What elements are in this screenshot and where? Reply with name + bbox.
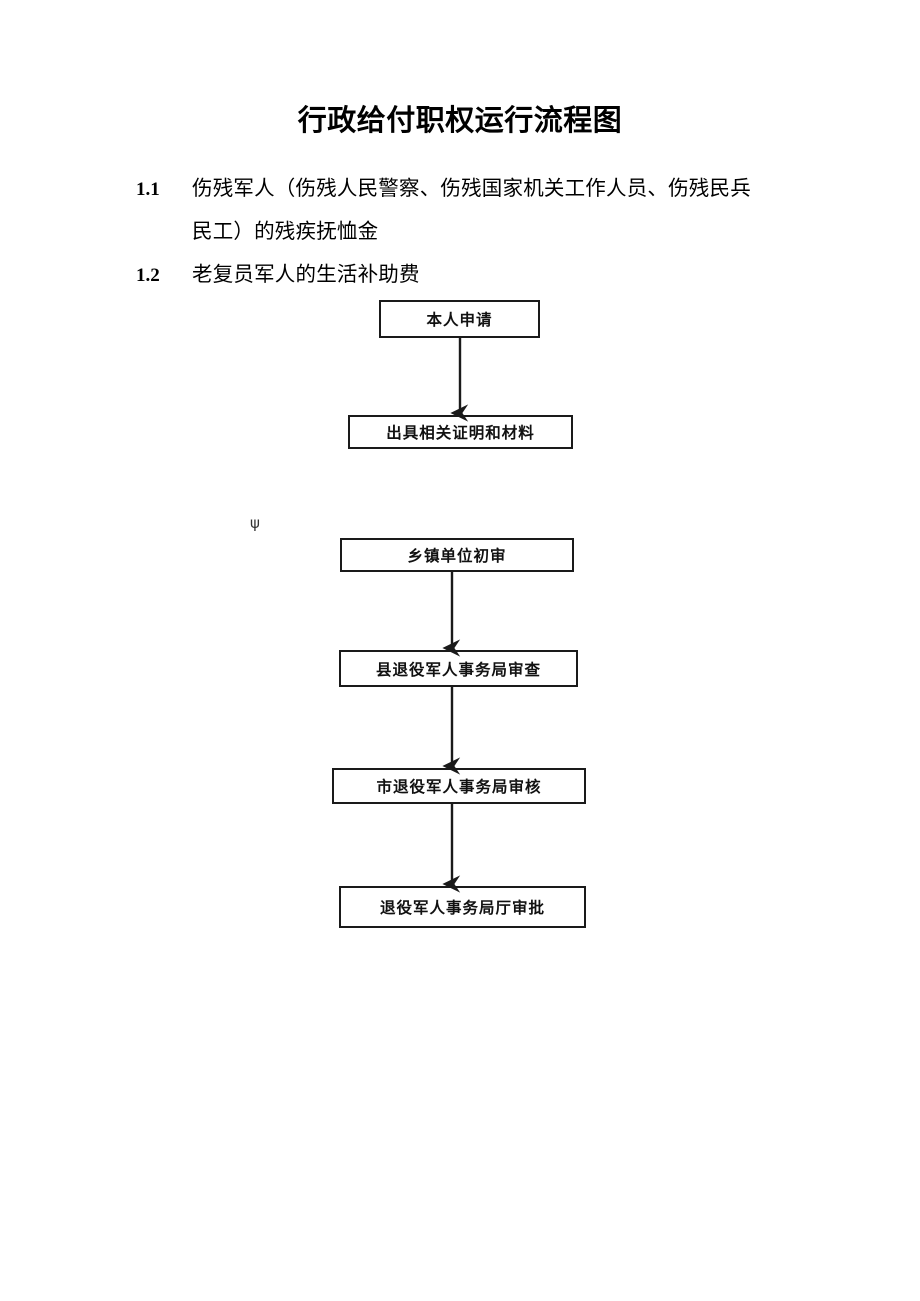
list-item-line-1: 伤残军人（伤残人民警察、伤残国家机关工作人员、伤残民兵 <box>192 178 751 200</box>
numbered-list: 1.1 伤残军人（伤残人民警察、伤残国家机关工作人员、伤残民兵 民工）的残疾抚恤… <box>136 168 816 297</box>
flow-node-issue-certificates-materials[interactable]: 出具相关证明和材料 <box>348 415 573 449</box>
list-item-text: 老复员军人的生活补助费 <box>192 254 816 297</box>
flow-node-city-bureau-review[interactable]: 市退役军人事务局审核 <box>332 768 586 804</box>
flow-node-township-unit-preliminary-review[interactable]: 乡镇单位初审 <box>340 538 574 572</box>
list-item-line-1: 老复员军人的生活补助费 <box>192 264 420 286</box>
flow-node-applicant-application[interactable]: 本人申请 <box>379 300 540 338</box>
list-item: 1.2 老复员军人的生活补助费 <box>136 254 816 297</box>
page-title: 行政给付职权运行流程图 <box>297 105 623 137</box>
list-item-text: 伤残军人（伤残人民警察、伤残国家机关工作人员、伤残民兵 民工）的残疾抚恤金 <box>192 168 816 254</box>
list-item-number: 1.1 <box>136 179 160 200</box>
list-item-line-2: 民工）的残疾抚恤金 <box>192 221 379 243</box>
list-item: 1.1 伤残军人（伤残人民警察、伤残国家机关工作人员、伤残民兵 民工）的残疾抚恤… <box>136 168 816 254</box>
stray-psi-glyph: ψ <box>250 514 260 532</box>
flow-node-provincial-department-approval[interactable]: 退役军人事务局厅审批 <box>339 886 586 928</box>
flow-node-county-bureau-examination[interactable]: 县退役军人事务局审查 <box>339 650 578 687</box>
list-item-number: 1.2 <box>136 265 160 286</box>
